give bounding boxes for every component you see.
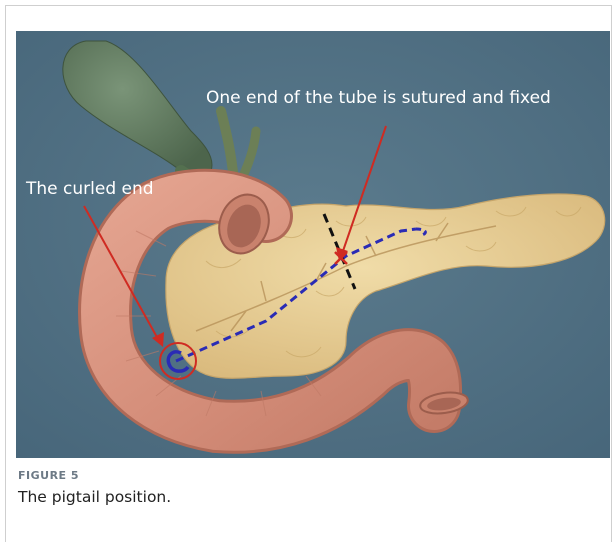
annotation-curled-end: The curled end bbox=[25, 179, 154, 199]
annotation-sutured-end: One end of the tube is sutured and fixed bbox=[206, 88, 551, 108]
figure-caption-text: The pigtail position. bbox=[18, 487, 598, 507]
figure-label: FIGURE 5 bbox=[18, 469, 598, 483]
figure-caption: FIGURE 5 The pigtail position. bbox=[18, 469, 598, 507]
pancreas-illustration: One end of the tube is sutured and fixed… bbox=[16, 31, 610, 458]
